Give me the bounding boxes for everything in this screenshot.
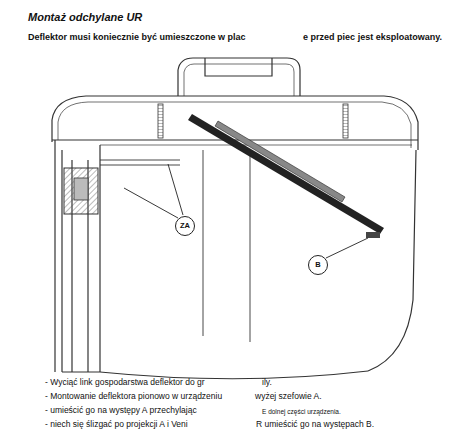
warning-text: Deflektor musi koniecznie być umieszczon… [28,32,246,42]
instruction-text: E dolnej części urządzenia. [262,408,341,415]
stove-outline [52,58,418,379]
instruction-text: - umieścić go na występy A przechylając [45,406,197,416]
instruction-text: - Wyciąć link gospodarstwa deflektor do … [45,378,205,388]
instruction-text: - niech się ślizgać po projekcji A i Ven… [45,420,188,430]
callout-circle: B [308,255,328,275]
deflector-plate [188,114,384,234]
leader-lines [124,164,368,258]
callout-letter: B [315,261,320,269]
instruction-text: wyżej szefowie A. [255,392,322,402]
callout-circle: ZA [175,216,195,236]
callout-letter: ZA [180,222,190,230]
instruction-text: R umieścić go na występach B. [256,420,374,430]
instruction-text: ily. [262,378,272,388]
title: Montaż odchylane UR [28,11,142,24]
ledge-b [366,232,380,238]
instruction-text: - Montowanie deflektora pionowo w urządz… [45,392,222,402]
warning-text: e przed piec jest eksploatowany. [303,32,442,42]
